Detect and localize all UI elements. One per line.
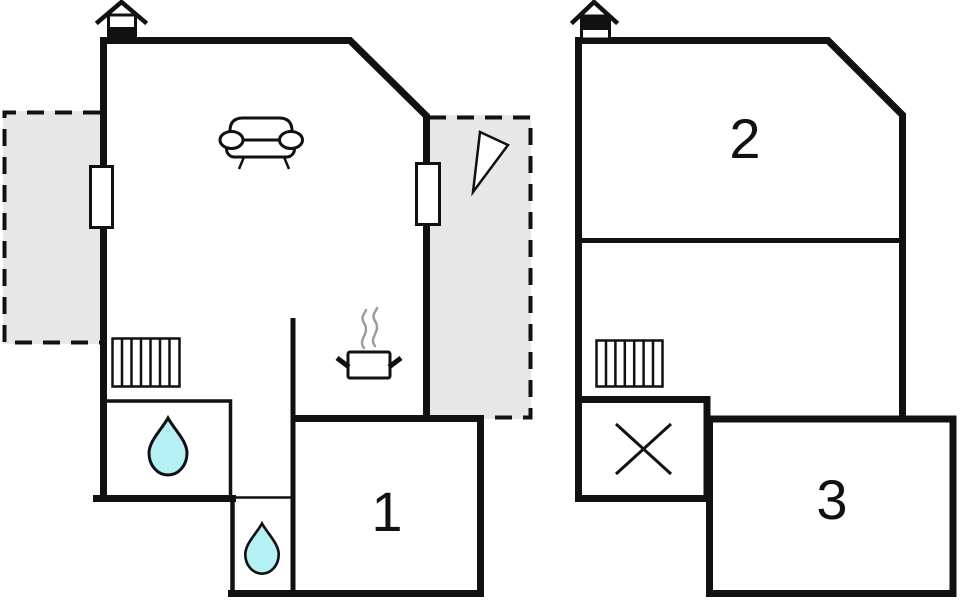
skylight-cross-icon <box>614 422 673 476</box>
sofa-icon <box>218 116 304 170</box>
radiator-icon <box>111 337 181 388</box>
room-1-label: 1 <box>371 480 402 543</box>
right-plan-walls <box>575 37 957 597</box>
terrace-left-dashed <box>2 110 100 345</box>
radiator-icon <box>595 339 664 388</box>
left-floor-plan: 1 <box>2 0 533 597</box>
window-icon <box>415 162 441 226</box>
chimney-icon <box>569 0 620 41</box>
terrace-right-dashed <box>427 115 533 420</box>
room3-walls <box>706 415 957 597</box>
door-swing-triangle-icon <box>471 130 510 197</box>
outer-wall <box>575 37 906 499</box>
window-icon <box>89 165 114 229</box>
left-plan-walls <box>93 37 484 597</box>
room1-walls <box>228 415 484 597</box>
outer-wall-top-diagonal-right <box>100 37 430 422</box>
water-drop-icon <box>243 520 281 575</box>
chimney-icon <box>94 0 149 41</box>
stove-pot-icon <box>335 306 403 380</box>
bathroom1-partition <box>105 399 233 497</box>
room-3-label: 3 <box>816 468 847 531</box>
right-floor-plan: 2 3 <box>569 0 957 597</box>
steam-icon <box>360 306 379 350</box>
room-2-label: 2 <box>729 107 760 170</box>
water-drop-icon <box>147 414 189 477</box>
